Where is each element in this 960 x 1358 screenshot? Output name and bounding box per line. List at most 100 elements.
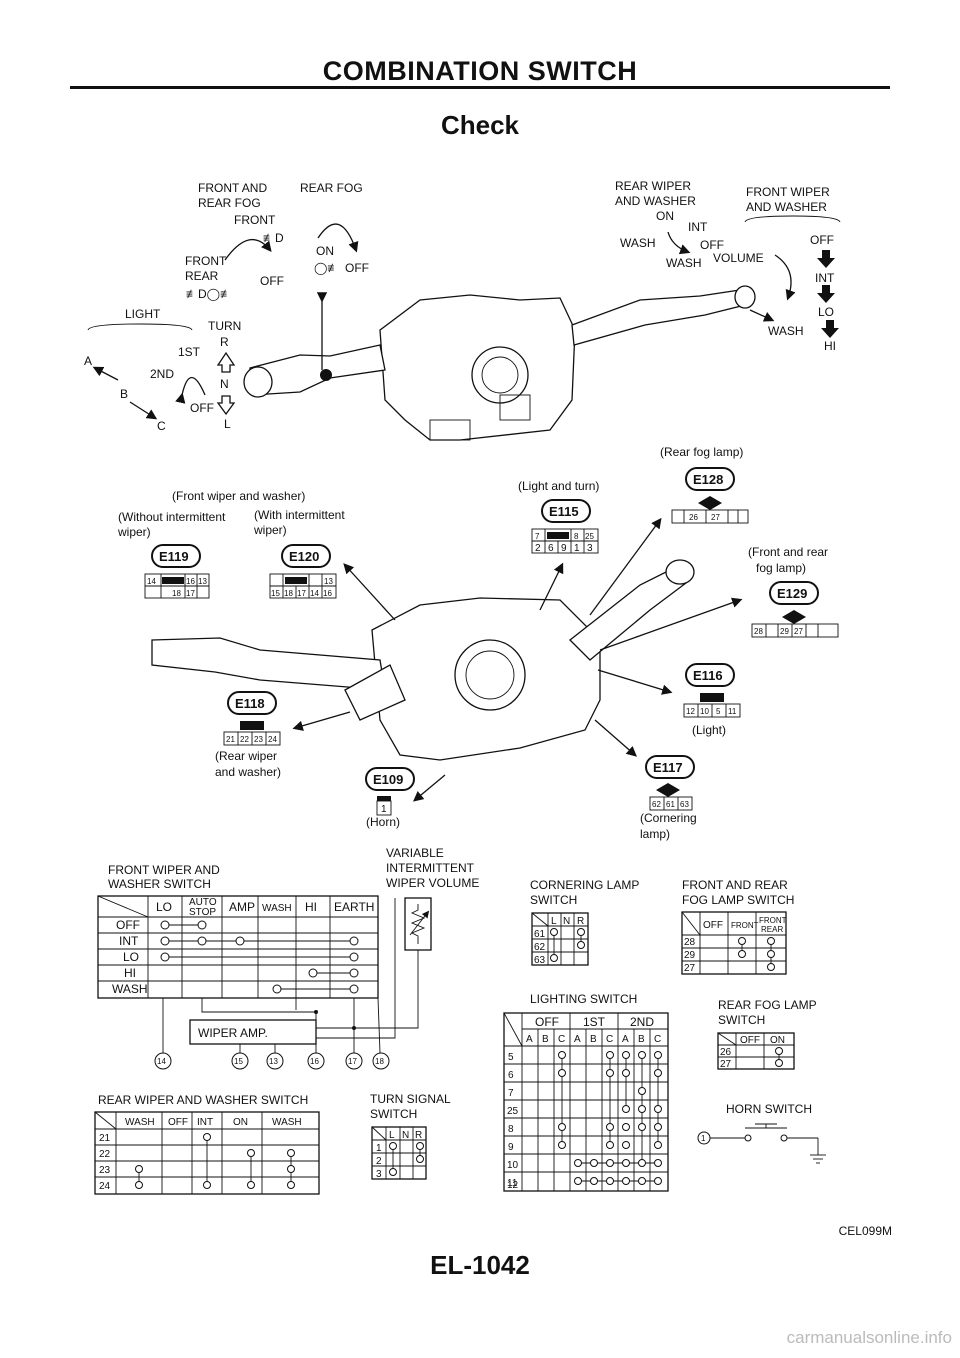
rear-fog-table-title: REAR FOG LAMP — [718, 998, 817, 1012]
cornering-table-title-2: SWITCH — [530, 893, 577, 907]
connector-e119: E119 — [151, 544, 201, 568]
label-front-and-rear-fog: FRONT AND — [198, 181, 267, 195]
steering-hole-mid — [454, 639, 526, 711]
svg-text:3: 3 — [376, 1169, 382, 1180]
svg-text:23: 23 — [254, 735, 263, 744]
svg-text:18: 18 — [375, 1057, 384, 1066]
label-c: C — [157, 419, 166, 433]
svg-text:A: A — [574, 1034, 581, 1045]
svg-text:N: N — [402, 1130, 409, 1141]
svg-text:INT: INT — [197, 1117, 213, 1128]
svg-text:25: 25 — [585, 532, 594, 541]
svg-text:12: 12 — [686, 707, 695, 716]
svg-text:10: 10 — [507, 1160, 519, 1171]
label-turn-n: N — [220, 377, 229, 391]
pinout-e119: 14 16 13 18 17 — [144, 573, 210, 599]
svg-text:25: 25 — [507, 1106, 519, 1117]
svg-text:27: 27 — [711, 513, 720, 522]
wiper-volume-resistor — [404, 897, 432, 951]
svg-text:22: 22 — [240, 735, 249, 744]
light-brace — [87, 323, 193, 331]
svg-text:WASH: WASH — [125, 1117, 155, 1128]
wiper-down-arrow-1 — [817, 250, 835, 268]
svg-text:9: 9 — [561, 543, 567, 554]
svg-text:24: 24 — [268, 735, 277, 744]
wiper-lever-top — [571, 289, 746, 346]
callout-horn: (Horn) — [366, 815, 400, 829]
svg-text:ON: ON — [770, 1035, 785, 1046]
callout-cornering: (Cornering — [640, 811, 697, 825]
horn-switch-symbol: 1 — [697, 1123, 826, 1164]
svg-text:HI: HI — [305, 900, 317, 914]
svg-text:6: 6 — [548, 543, 554, 554]
svg-text:61: 61 — [534, 929, 546, 940]
label-front-rear: FRONT — [185, 254, 227, 268]
arrow-to-e129 — [599, 597, 743, 651]
light-lever-top — [249, 344, 386, 396]
label-rear-fog-off: OFF — [345, 261, 369, 275]
svg-text:11: 11 — [728, 707, 737, 716]
connector-e117: E117 — [645, 755, 695, 779]
svg-text:13: 13 — [324, 577, 333, 586]
label-turn-r: R — [220, 335, 229, 349]
connector-e118: E118 — [227, 691, 277, 715]
label-front-wiper-int: INT — [815, 271, 835, 285]
terminal-16-wire — [201, 998, 317, 1053]
pinout-e109: 1 — [376, 796, 392, 816]
svg-text:OFF: OFF — [116, 918, 140, 932]
label-turn-l: L — [224, 417, 231, 431]
svg-text:62: 62 — [534, 942, 546, 953]
rear-wiper-arrow — [667, 231, 691, 255]
callout-with-int-2: wiper) — [253, 523, 287, 537]
svg-text:E116: E116 — [693, 668, 723, 683]
wiper-down-arrow-3 — [821, 320, 839, 338]
volume-title-2: INTERMITTENT — [386, 861, 475, 875]
pinout-e120: 13 15 18 17 14 16 — [269, 573, 337, 599]
svg-text:14: 14 — [147, 577, 156, 586]
front-fog-icon: ≢D — [263, 231, 284, 245]
svg-text:A: A — [622, 1034, 629, 1045]
svg-text:63: 63 — [534, 955, 546, 966]
svg-text:9: 9 — [508, 1142, 514, 1153]
rear-wiper-table-title: REAR WIPER AND WASHER SWITCH — [98, 1093, 308, 1107]
svg-text:18: 18 — [284, 589, 293, 598]
svg-text:B: B — [542, 1034, 549, 1045]
svg-text:1: 1 — [574, 543, 580, 554]
label-front-wiper-lo: LO — [818, 305, 834, 319]
front-wiper-table-title-2: WASHER SWITCH — [108, 877, 211, 891]
pinout-e117: 62 61 63 — [649, 783, 693, 811]
callout-rear-wiper: (Rear wiper — [215, 749, 277, 763]
svg-text:1: 1 — [701, 1134, 706, 1143]
label-front-wiper-off: OFF — [810, 233, 834, 247]
svg-text:23: 23 — [99, 1165, 111, 1176]
svg-text:C: C — [654, 1034, 661, 1045]
figure-code: CEL099M — [838, 1224, 892, 1238]
callout-without-int: (Without intermittent — [118, 510, 226, 524]
svg-text:E118: E118 — [235, 696, 265, 711]
volume-arrow — [774, 254, 796, 301]
svg-text:E120: E120 — [289, 549, 319, 564]
svg-text:A: A — [526, 1034, 533, 1045]
svg-text:27: 27 — [684, 963, 696, 974]
front-wiper-table: LO AUTO STOP AMP WASH HI EARTH OFF INT L… — [97, 895, 379, 999]
svg-text:15: 15 — [234, 1057, 243, 1066]
label-fog-off: OFF — [260, 274, 284, 288]
svg-text:2: 2 — [376, 1156, 382, 1167]
svg-text:OFF: OFF — [740, 1035, 760, 1046]
callout-light: (Light) — [692, 723, 726, 737]
svg-text:63: 63 — [680, 800, 689, 809]
switch-body-mid — [371, 597, 601, 761]
label-front-wiper-hi: HI — [824, 339, 836, 353]
svg-text:3: 3 — [587, 543, 593, 554]
label-turn: TURN — [208, 319, 241, 333]
svg-text:28: 28 — [754, 627, 763, 636]
svg-text:WASH: WASH — [272, 1117, 302, 1128]
svg-text:17: 17 — [297, 589, 306, 598]
rear-fog-table-title-2: SWITCH — [718, 1013, 765, 1027]
front-rear-fog-icon: ≢D◯≢ — [186, 287, 232, 301]
arrow-a — [92, 366, 119, 381]
lighting-connections — [558, 1051, 662, 1185]
callout-front-rear-fog-2: fog lamp) — [756, 561, 806, 575]
svg-text:21: 21 — [99, 1133, 111, 1144]
